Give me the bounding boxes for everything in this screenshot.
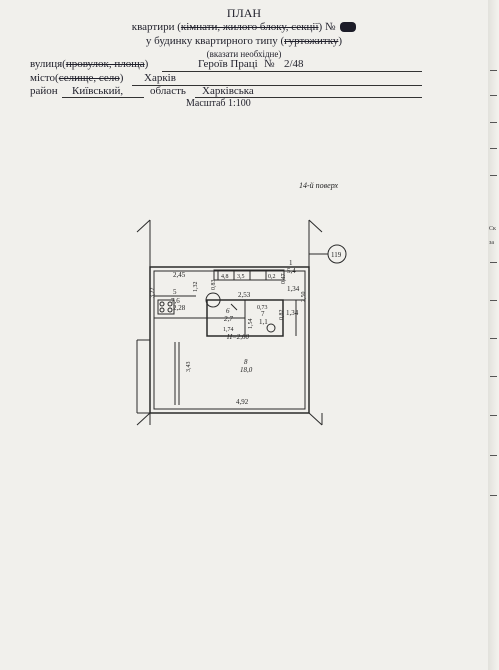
dim-top-c: 0,2: [268, 274, 276, 280]
dim-bath: 1,74: [223, 327, 234, 333]
dim-v-c: 0,47: [281, 274, 287, 285]
dim-v-e: 0,82: [279, 310, 285, 321]
header-line-building: у будинку квартирного типу (гуртожитку): [145, 35, 343, 47]
ceiling-height: Н=2,60: [226, 333, 250, 341]
street-label: вулиця(провулок, площа): [30, 58, 149, 70]
number-value: 2/48: [284, 58, 304, 70]
floor-plan: 14-й поверх 119 2,45 4,8 3,5 0,2 3,22 1,…: [136, 181, 347, 426]
page-edge: [488, 0, 499, 670]
room-1-area: 5,4: [287, 267, 296, 275]
dim-top-left: 2,45: [173, 271, 186, 279]
room-5-area: 7,6: [171, 297, 180, 305]
dim-right-b: 1,34: [286, 309, 299, 317]
number-label: №: [264, 58, 275, 70]
district-value: Київський,: [72, 85, 124, 97]
dim-wc: 1,54: [248, 319, 254, 330]
dim-bottom: 4,92: [236, 398, 249, 406]
room-7-number: 7: [261, 310, 265, 318]
margin-label: за: [489, 240, 495, 246]
dim-right-room: 2,50: [301, 292, 307, 303]
dim-right-a: 1,34: [287, 285, 300, 293]
header-note: (вказати необхідне): [206, 49, 282, 59]
scale-label: Масштаб 1:100: [186, 98, 251, 109]
room-6-area: 2,7: [224, 315, 233, 323]
dim-top-b: 3,5: [237, 274, 245, 280]
margin-label: Ск: [489, 226, 496, 232]
region-label: область: [150, 85, 186, 97]
apartment-number: 119: [331, 251, 342, 259]
dim-top-a: 4,8: [221, 274, 229, 280]
region-value: Харківська: [202, 85, 254, 97]
dim-bath-width: 2,53: [238, 291, 251, 299]
dim-left-room: 3,22: [150, 288, 156, 299]
district-label: район: [30, 85, 58, 97]
dim-left-lower: 3,43: [186, 362, 192, 373]
dim-kitchen-width: 2,28: [173, 304, 186, 312]
city-value: Харків: [144, 72, 176, 84]
street-value: Героїв Праці: [198, 58, 258, 70]
redaction-mark: [340, 22, 357, 33]
document-title: ПЛАН: [226, 6, 262, 20]
room-8-number: 8: [244, 358, 248, 366]
document-sheet: [0, 0, 488, 670]
dim-v-a: 0,83: [211, 280, 217, 291]
room-6-number: 6: [226, 307, 230, 315]
dim-v-d: 0,73: [257, 305, 268, 311]
room-5-number: 5: [173, 288, 177, 296]
dim-v-b: 1,32: [193, 282, 199, 293]
room-1-number: 1: [289, 259, 293, 267]
room-8-area: 18,0: [240, 366, 253, 374]
header-line-apartment: квартири (кімнати, жилого блоку, секції)…: [0, 21, 488, 33]
room-7-area: 1,1: [259, 318, 268, 326]
city-label: місто(селище, село): [30, 72, 124, 84]
floor-label: 14-й поверх: [299, 181, 339, 190]
